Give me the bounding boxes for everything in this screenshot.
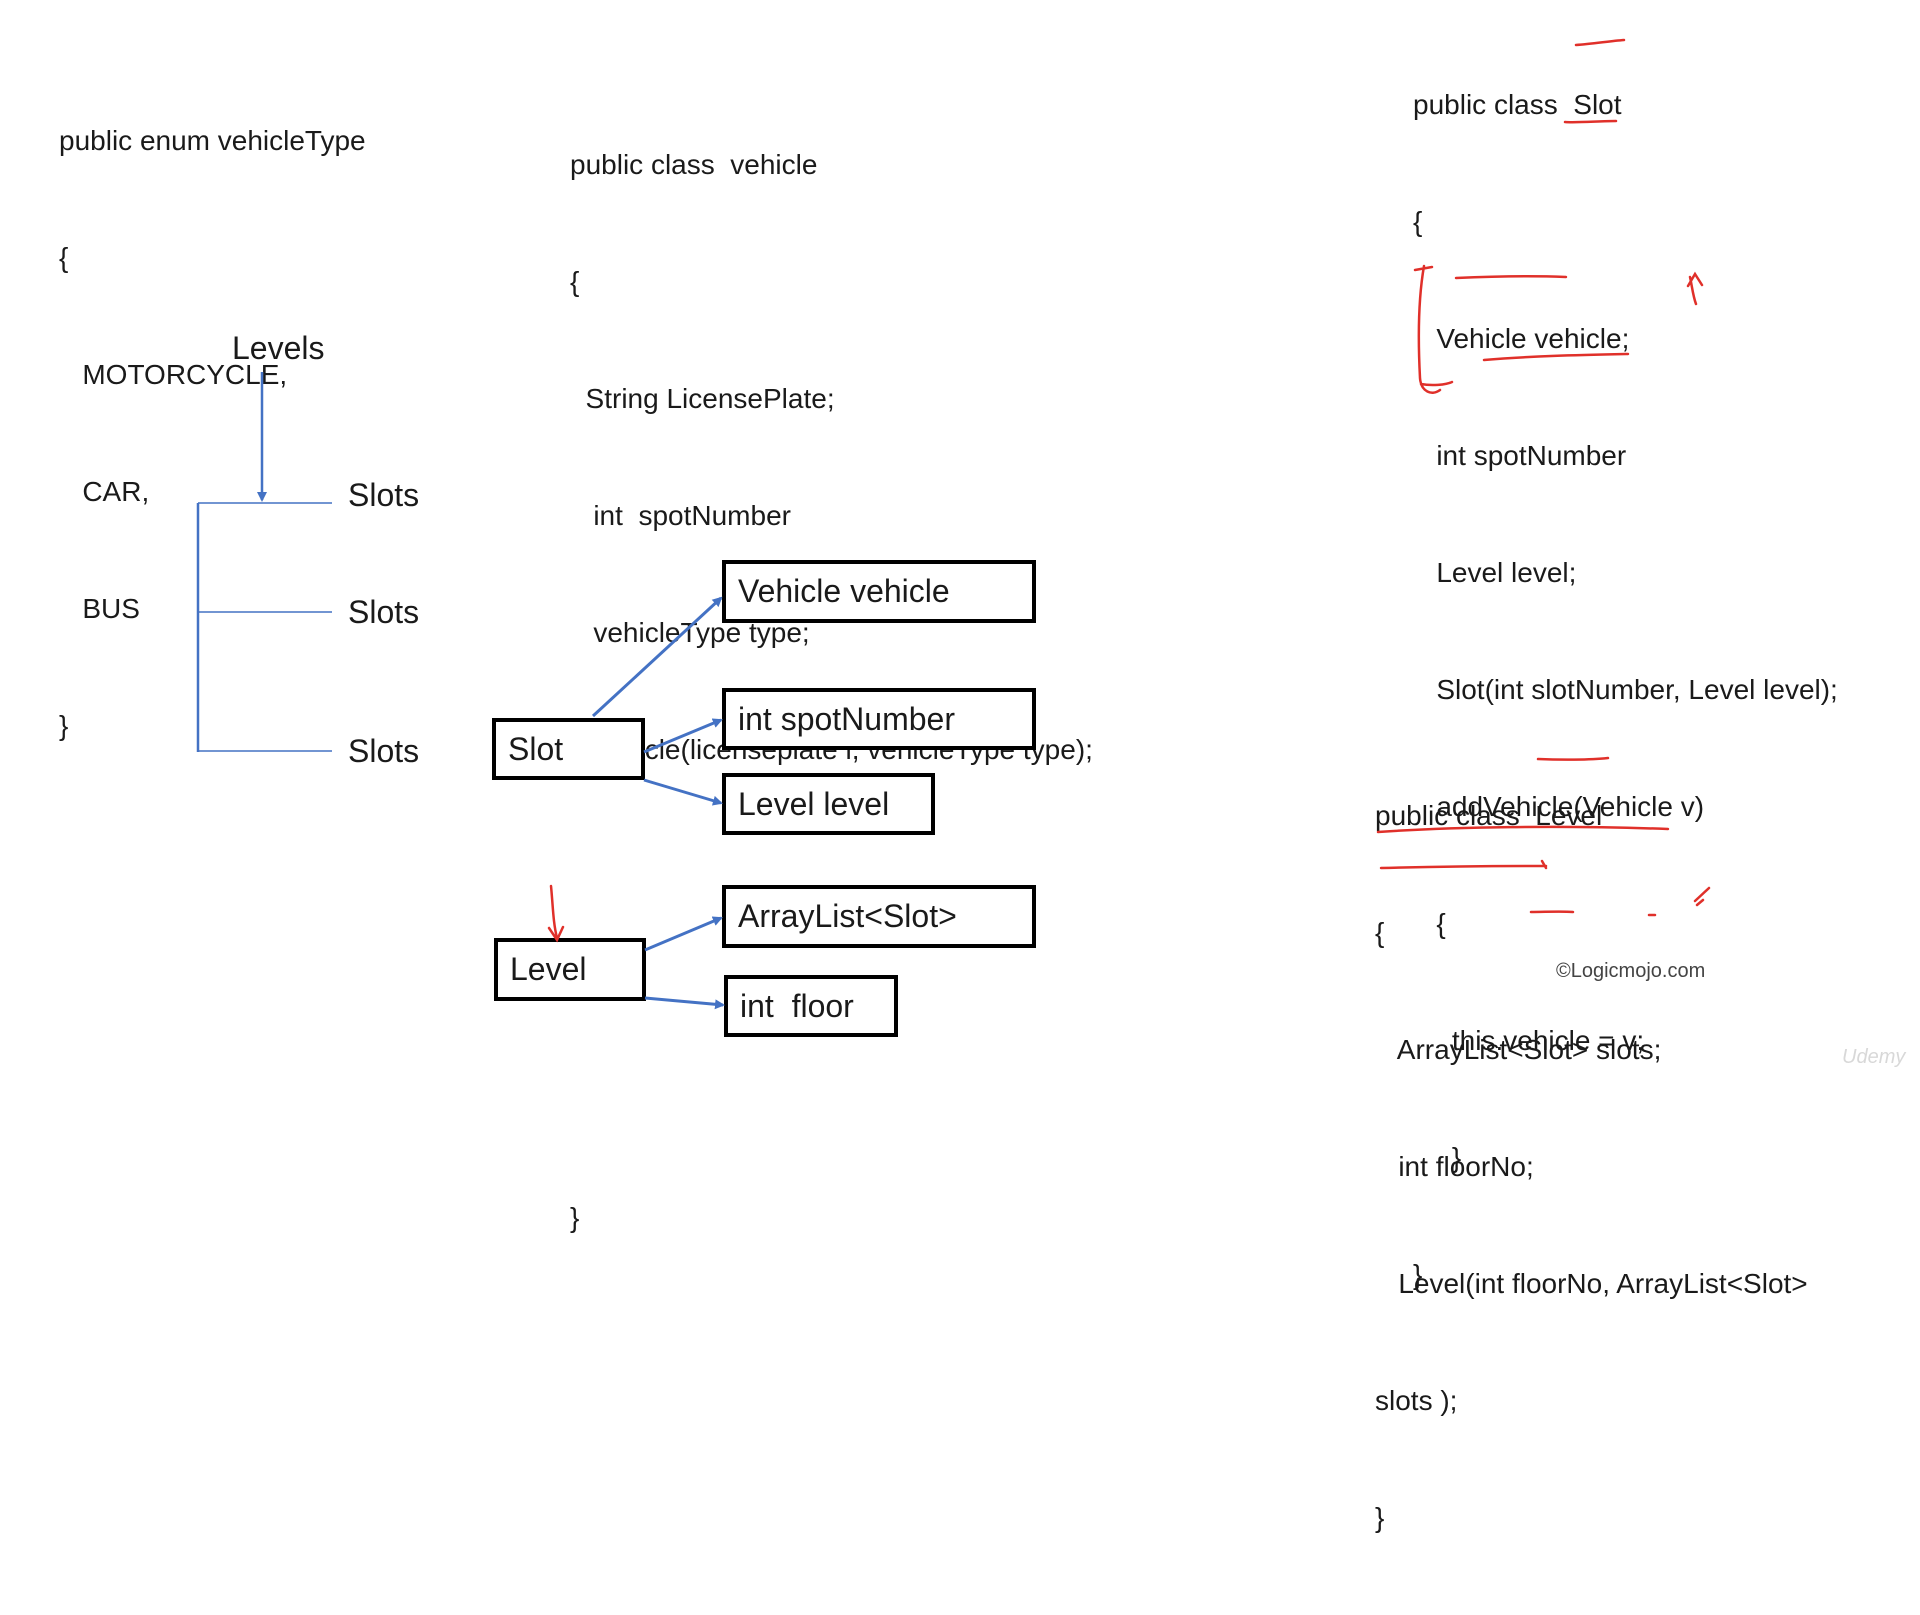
code-line: } bbox=[570, 1202, 580, 1233]
code-line: Slot(int slotNumber, Level level); bbox=[1413, 674, 1838, 705]
code-line: Level level; bbox=[1413, 557, 1577, 588]
code-line: BUS bbox=[59, 593, 140, 624]
level-field-box: ArrayList<Slot> bbox=[722, 885, 1036, 948]
tree-child-label: Slots bbox=[348, 594, 420, 630]
code-line: int spotNumber bbox=[570, 500, 791, 531]
slot-node-box: Slot bbox=[492, 718, 645, 780]
enum-code-block: public enum vehicleType { MOTORCYCLE, CA… bbox=[59, 43, 366, 823]
slot-field-box: Level level bbox=[722, 773, 935, 835]
code-line: String LicensePlate; bbox=[570, 383, 835, 414]
code-line bbox=[570, 1081, 1093, 1120]
copyright-text: ©Logicmojo.com bbox=[1556, 960, 1706, 982]
code-line: { bbox=[59, 242, 69, 273]
slot-class-code-block: public class Slot { Vehicle vehicle; int… bbox=[1413, 7, 1838, 1372]
code-line: int spotNumber bbox=[1413, 440, 1627, 471]
code-line: ArrayList<Slot> slots; bbox=[1375, 1034, 1662, 1065]
code-line: { bbox=[1413, 908, 1446, 939]
code-line: Level(int floorNo, ArrayList<Slot> bbox=[1375, 1268, 1808, 1299]
udemy-watermark: Udemy bbox=[1842, 1046, 1906, 1068]
code-line: { bbox=[570, 266, 580, 297]
code-line: MOTORCYCLE, bbox=[59, 359, 288, 390]
code-line: { bbox=[1375, 917, 1385, 948]
code-line: addVehicle(Vehicle v) bbox=[1413, 791, 1705, 822]
slot-field-box: int spotNumber bbox=[722, 688, 1036, 750]
level-node-box: Level bbox=[494, 938, 646, 1001]
tree-child-label: Slots bbox=[348, 477, 420, 513]
tree-root-label: Levels bbox=[232, 330, 325, 366]
code-line: public enum vehicleType bbox=[59, 125, 366, 156]
code-line: public class vehicle bbox=[570, 149, 818, 180]
slot-field-box: Vehicle vehicle bbox=[722, 560, 1036, 623]
code-line: CAR, bbox=[59, 476, 150, 507]
code-line bbox=[570, 847, 1093, 886]
code-line: public class Level bbox=[1375, 800, 1603, 831]
code-line: { bbox=[1413, 206, 1423, 237]
code-line: } bbox=[1375, 1502, 1385, 1533]
lecture-slide: public enum vehicleType { MOTORCYCLE, CA… bbox=[59, 38, 1906, 1533]
code-line: } bbox=[59, 710, 69, 741]
code-line: Vehicle vehicle; bbox=[1413, 323, 1630, 354]
code-line: slots ); bbox=[1375, 1385, 1458, 1416]
code-line: int floorNo; bbox=[1375, 1151, 1534, 1182]
level-field-box: int floor bbox=[724, 975, 898, 1037]
code-line: public class Slot bbox=[1413, 89, 1622, 120]
level-class-code-block: public class Level { ArrayList<Slot> slo… bbox=[1375, 718, 1808, 1615]
code-line: this.vehicle = v; bbox=[1413, 1025, 1645, 1056]
tree-child-label: Slots bbox=[348, 733, 420, 769]
